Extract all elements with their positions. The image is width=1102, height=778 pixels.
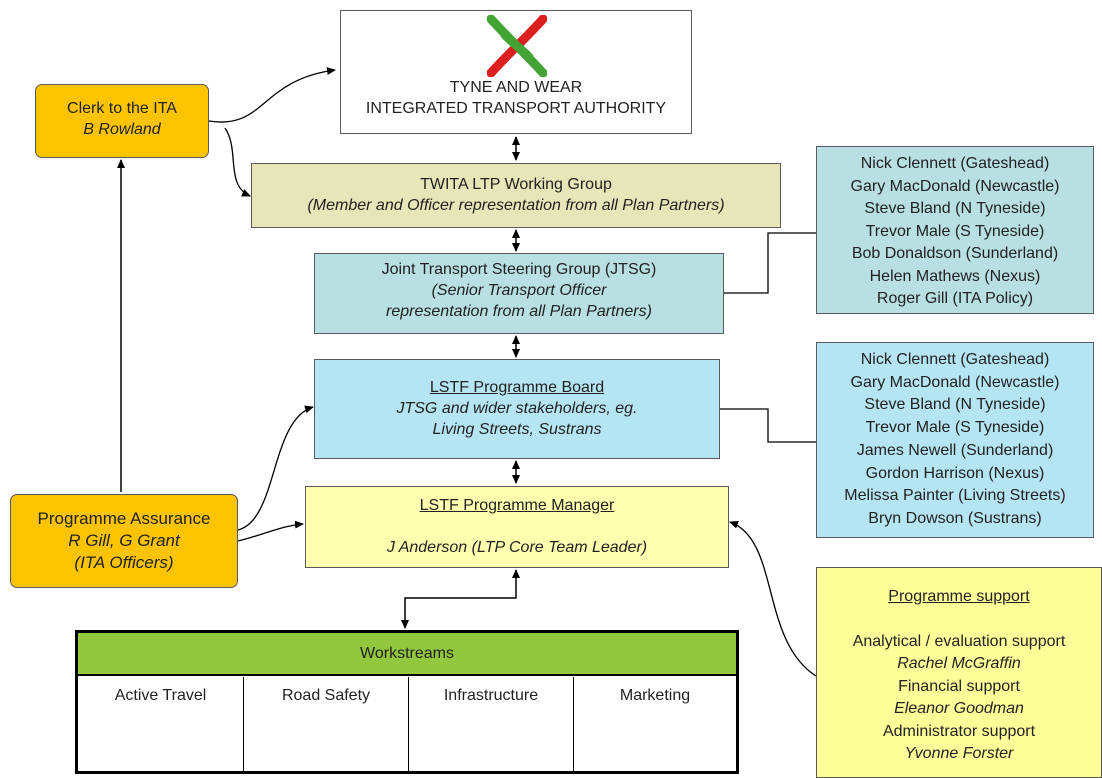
jtsg-member: Helen Mathews (Nexus) [869, 267, 1041, 285]
assurance-note: (ITA Officers) [74, 553, 174, 572]
authority-box: TYNE AND WEAR INTEGRATED TRANSPORT AUTHO… [340, 10, 692, 134]
workstream-label: Infrastructure [443, 687, 539, 704]
arrow-manager-workstreams [401, 569, 520, 629]
assurance-people: R Gill, G Grant [68, 531, 180, 550]
jtsg-members-box: Nick Clennett (Gateshead) Gary MacDonald… [816, 146, 1094, 314]
programme-manager-title: LSTF Programme Manager [419, 497, 615, 514]
jtsg-box: Joint Transport Steering Group (JTSG) (S… [314, 253, 724, 334]
jtsg-member: Bob Donaldson (Sunderland) [851, 245, 1059, 262]
workstream-cell: Marketing [574, 677, 736, 771]
board-member: Melissa Painter (Living Streets) [844, 487, 1066, 505]
support-person: Eleanor Goodman [894, 700, 1024, 717]
spacer [306, 516, 728, 537]
programme-support-title: Programme support [888, 588, 1030, 605]
arrow-assurance-board [237, 405, 314, 531]
arrow-clerk-workinggroup [224, 127, 251, 197]
workstream-label: Road Safety [281, 687, 371, 704]
workstream-cell: Active Travel [78, 677, 244, 771]
connector-jtsg-members [724, 232, 816, 294]
arrow-support-manager [729, 520, 817, 677]
jtsg-title: Joint Transport Steering Group (JTSG) [381, 261, 657, 278]
jtsg-member: Gary MacDonald (Newcastle) [850, 177, 1060, 195]
workstreams-table: Workstreams Active Travel Road Safety In… [75, 630, 739, 774]
workstreams-header: Workstreams [78, 633, 736, 676]
support-role: Financial support [898, 677, 1020, 695]
jtsg-subtitle-line2: representation from all Plan Partners) [386, 303, 652, 320]
board-member: Nick Clennett (Gateshead) [860, 351, 1050, 368]
programme-board-box: LSTF Programme Board JTSG and wider stak… [314, 359, 720, 459]
arrow-clerk-authority [208, 67, 336, 123]
jtsg-subtitle-line1: (Senior Transport Officer [431, 282, 607, 299]
support-role: Analytical / evaluation support [852, 632, 1066, 650]
board-member: Trevor Male (S Tyneside) [865, 419, 1045, 437]
programme-support-box: Programme support Analytical / evaluatio… [816, 567, 1102, 778]
board-member: James Newell (Sunderland) [856, 441, 1054, 459]
clerk-box: Clerk to the ITA B Rowland [35, 84, 209, 158]
clerk-title: Clerk to the ITA [67, 100, 177, 117]
jtsg-member: Trevor Male (S Tyneside) [865, 222, 1045, 240]
jtsg-member: Roger Gill (ITA Policy) [876, 290, 1034, 307]
connector-board-members [720, 408, 816, 443]
support-person: Yvonne Forster [904, 745, 1014, 762]
working-group-subtitle: (Member and Officer representation from … [307, 197, 725, 214]
workstream-cell: Infrastructure [409, 677, 574, 771]
programme-board-desc-line1: JTSG and wider stakeholders, eg. [396, 400, 638, 417]
spacer [817, 609, 1101, 631]
workstream-label: Marketing [619, 687, 691, 704]
board-member: Bryn Dowson (Sustrans) [868, 509, 1042, 527]
board-member: Gordon Harrison (Nexus) [865, 464, 1045, 482]
support-role: Administrator support [882, 722, 1036, 740]
programme-board-desc-line2: Living Streets, Sustrans [432, 421, 602, 438]
working-group-box: TWITA LTP Working Group (Member and Offi… [251, 163, 781, 228]
clerk-person: B Rowland [83, 121, 161, 138]
authority-name-line2: INTEGRATED TRANSPORT AUTHORITY [365, 100, 667, 117]
workstream-label: Active Travel [114, 687, 207, 704]
board-member: Steve Bland (N Tyneside) [864, 396, 1046, 414]
jtsg-member: Nick Clennett (Gateshead) [860, 155, 1050, 172]
board-member: Gary MacDonald (Newcastle) [850, 373, 1060, 391]
programme-board-title: LSTF Programme Board [429, 379, 605, 396]
workstreams-title: Workstreams [360, 645, 454, 662]
assurance-title: Programme Assurance [37, 509, 211, 528]
support-person: Rachel McGraffin [897, 655, 1021, 672]
authority-name-line1: TYNE AND WEAR [449, 79, 583, 96]
board-members-box: Nick Clennett (Gateshead) Gary MacDonald… [816, 342, 1094, 538]
working-group-title: TWITA LTP Working Group [420, 176, 612, 193]
assurance-box: Programme Assurance R Gill, G Grant (ITA… [10, 494, 238, 588]
jtsg-member: Steve Bland (N Tyneside) [864, 200, 1046, 217]
programme-manager-person: J Anderson (LTP Core Team Leader) [386, 539, 648, 556]
transport-authority-logo-icon [487, 15, 547, 77]
programme-manager-box: LSTF Programme Manager J Anderson (LTP C… [305, 486, 729, 568]
arrow-assurance-manager [237, 520, 304, 542]
workstream-cell: Road Safety [244, 677, 409, 771]
